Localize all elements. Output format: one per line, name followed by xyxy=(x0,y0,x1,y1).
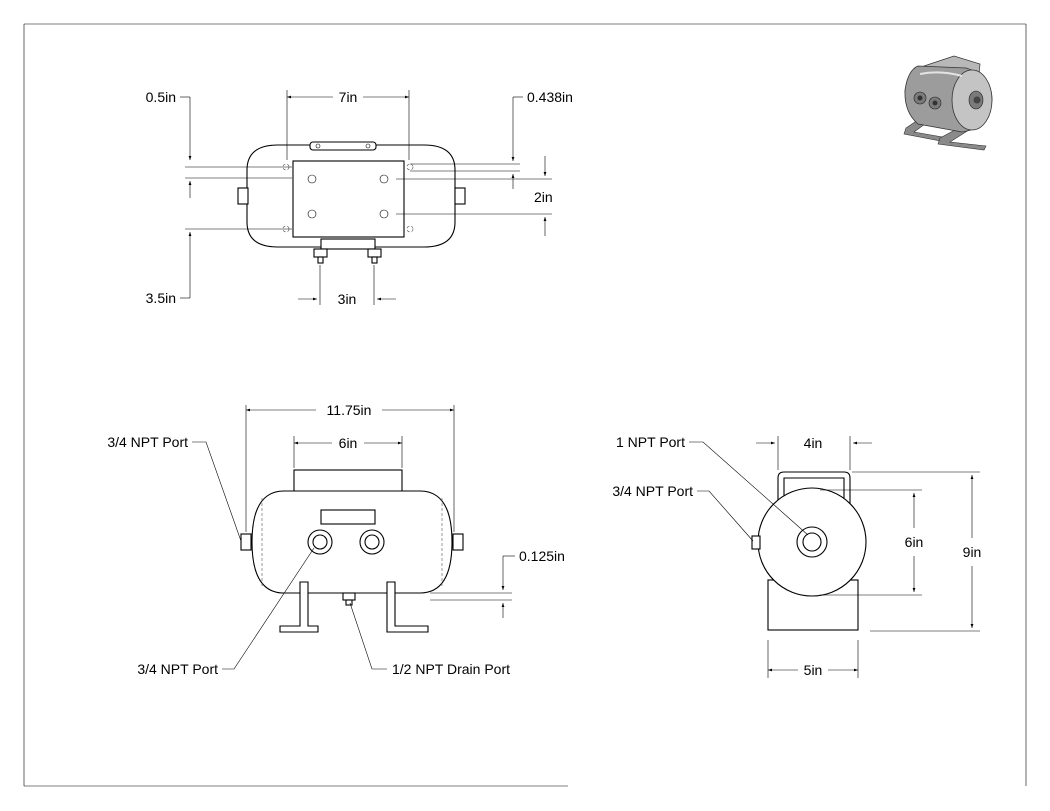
dim-front-bracket: 6in xyxy=(339,435,358,451)
label-front-left-port: 3/4 NPT Port xyxy=(107,434,188,450)
dim-top-width: 7in xyxy=(339,89,358,105)
dim-side-height: 9in xyxy=(963,544,982,560)
dim-side-bracket: 4in xyxy=(804,435,823,451)
label-front-bottom-port: 3/4 NPT Port xyxy=(137,661,218,677)
sheet-border xyxy=(23,23,1027,787)
dim-top-base-offset: 3.5in xyxy=(146,290,176,306)
dim-top-mount-offset: 0.5in xyxy=(146,89,176,105)
dim-side-diameter: 6in xyxy=(905,534,924,550)
dim-top-port-spacing: 3in xyxy=(338,291,357,307)
side-view: 4in 6in 9in 5in 1 NPT Port 3/4 NPT Port xyxy=(612,434,981,678)
label-main-port: 1 NPT Port xyxy=(616,434,685,450)
dim-front-clearance: 0.125in xyxy=(519,548,565,564)
label-side-port: 3/4 NPT Port xyxy=(612,483,693,499)
dim-top-right-offset: 0.438in xyxy=(527,89,573,105)
top-view: 7in 0.5in 3.5in 0.438in 2in 3in xyxy=(146,89,573,307)
air-tank-iso-icon xyxy=(903,55,993,151)
dim-front-length: 11.75in xyxy=(327,402,372,418)
dim-top-hole-spacing: 2in xyxy=(534,189,553,205)
front-view: 11.75in 6in 0.125in 3/4 NPT Port 3/4 NPT… xyxy=(107,402,565,677)
dim-side-base: 5in xyxy=(804,662,823,678)
label-drain-port: 1/2 NPT Drain Port xyxy=(392,661,510,677)
